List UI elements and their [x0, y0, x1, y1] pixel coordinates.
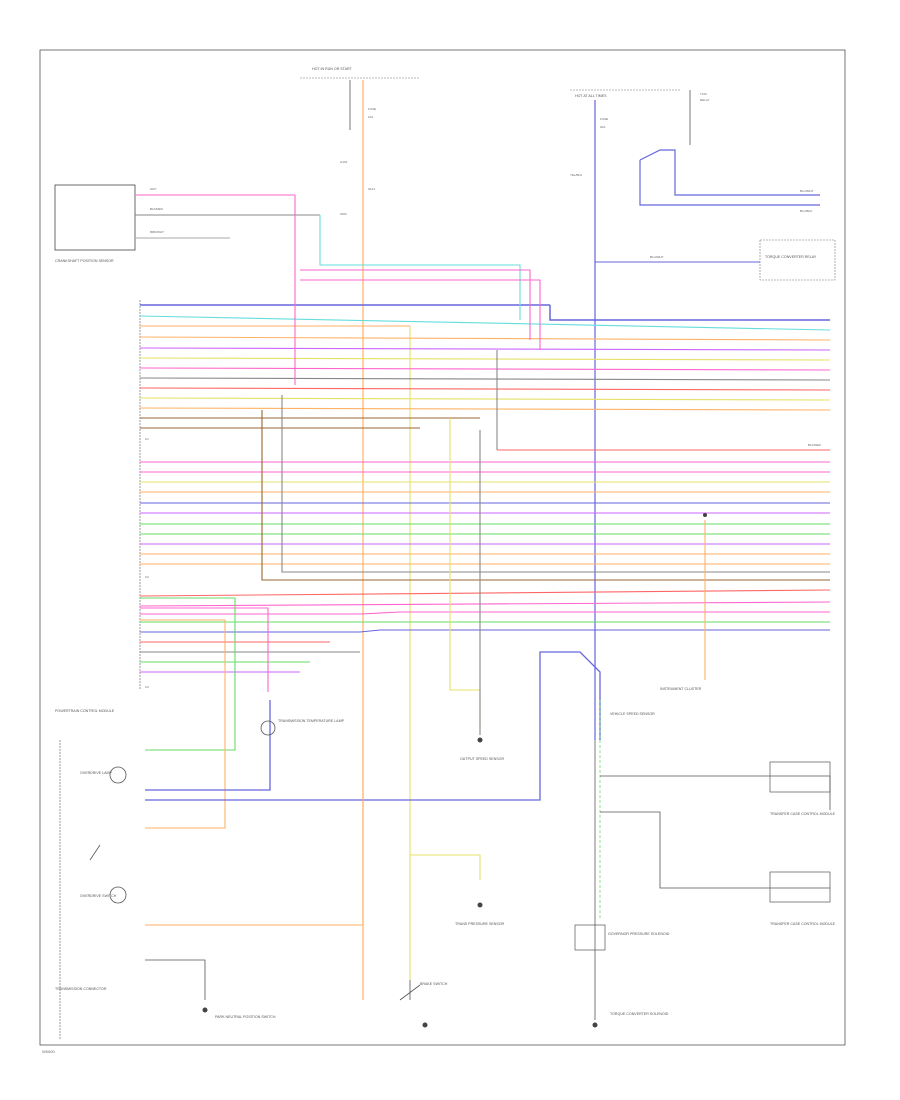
- svg-text:YEL/BLK: YEL/BLK: [570, 173, 582, 177]
- governor-label: GOVERNOR PRESSURE SOLENOID: [608, 932, 670, 936]
- svg-text:RELAY: RELAY: [700, 98, 710, 102]
- svg-text:GRY: GRY: [150, 187, 156, 191]
- svg-text:BLK/RED: BLK/RED: [808, 443, 822, 447]
- speed-sensor-label: VEHICLE SPEED SENSOR: [610, 712, 655, 716]
- fuse-feed-mid-label: HOT IN RUN OR START: [312, 67, 353, 71]
- crank-sensor-label: CRANKSHAFT POSITION SENSOR: [55, 259, 114, 263]
- connector-c2: C2: [145, 575, 149, 579]
- svg-text:BLK/RED: BLK/RED: [150, 207, 164, 211]
- pressure-sensor-label: TRANS PRESSURE SENSOR: [455, 922, 505, 926]
- ctrl-module-r2-label: TRANSFER CASE CONTROL MODULE: [770, 922, 836, 926]
- harness-group-2: BLK/RED: [140, 350, 830, 581]
- trans-temp-lamp-label: TRANSMISSION TEMPERATURE LAMP: [278, 719, 345, 723]
- harness-group-1: [139, 195, 831, 980]
- diagram-border: [39, 49, 846, 1046]
- harness-group-3: [139, 589, 831, 829]
- torque-converter-relay: TORQUE CONVERTER RELAY BLU/WHT: [595, 239, 836, 281]
- svg-text:BRN/WHT: BRN/WHT: [150, 230, 164, 234]
- components-lower: INSTRUMENT CLUSTER VEHICLE SPEED SENSOR …: [55, 513, 836, 1040]
- overdrive-switch-label: OVERDRIVE SWITCH: [80, 894, 117, 898]
- svg-text:20A: 20A: [600, 125, 605, 129]
- ctrl-module-r1-label: TRANSFER CASE CONTROL MODULE: [770, 812, 836, 816]
- connector-c3: C3: [145, 685, 149, 689]
- svg-text:BLU/BLK: BLU/BLK: [800, 209, 812, 213]
- svg-text:BLU/WHT: BLU/WHT: [650, 255, 664, 259]
- pcm-module: POWERTRAIN CONTROL MODULE C1 C2 C3: [55, 300, 149, 713]
- park-switch-label: PARK NEUTRAL POSITION SWITCH: [215, 1015, 276, 1019]
- instrument-cluster-label: INSTRUMENT CLUSTER: [660, 687, 702, 691]
- fuse-feed-right: HOT AT ALL TIMES FUSE 20A YEL/BLK TCM RE…: [570, 89, 820, 740]
- module-crank-sensor: CRANKSHAFT POSITION SENSOR GRY BLK/RED B…: [54, 184, 320, 263]
- connector-c1: C1: [145, 437, 149, 441]
- overdrive-lamp-label: OVERDRIVE LAMP: [80, 771, 113, 775]
- output-speed-sensor-label: OUTPUT SPEED SENSOR: [460, 757, 504, 761]
- svg-text:TCM: TCM: [700, 92, 707, 96]
- trans-connector-label: TRANSMISSION CONNECTOR: [55, 987, 107, 991]
- lower-wiring: [145, 418, 831, 960]
- pcm-label: POWERTRAIN CONTROL MODULE: [55, 709, 115, 713]
- svg-text:FUSE: FUSE: [368, 107, 376, 111]
- svg-text:FUSE: FUSE: [600, 117, 608, 121]
- torque-converter-label: TORQUE CONVERTER SOLENOID: [610, 1012, 669, 1016]
- footer-id: W0000: [42, 1049, 55, 1054]
- fuse-feed-right-label: HOT AT ALL TIMES: [575, 94, 607, 98]
- brake-switch-label: BRAKE SWITCH: [420, 982, 448, 986]
- svg-text:G101: G101: [340, 160, 348, 164]
- relay-right-label: TORQUE CONVERTER RELAY: [765, 255, 817, 259]
- svg-text:S121: S121: [368, 187, 375, 191]
- svg-text:ORG: ORG: [340, 212, 348, 216]
- svg-text:10A: 10A: [368, 115, 373, 119]
- svg-text:BLU/WHT: BLU/WHT: [800, 189, 814, 193]
